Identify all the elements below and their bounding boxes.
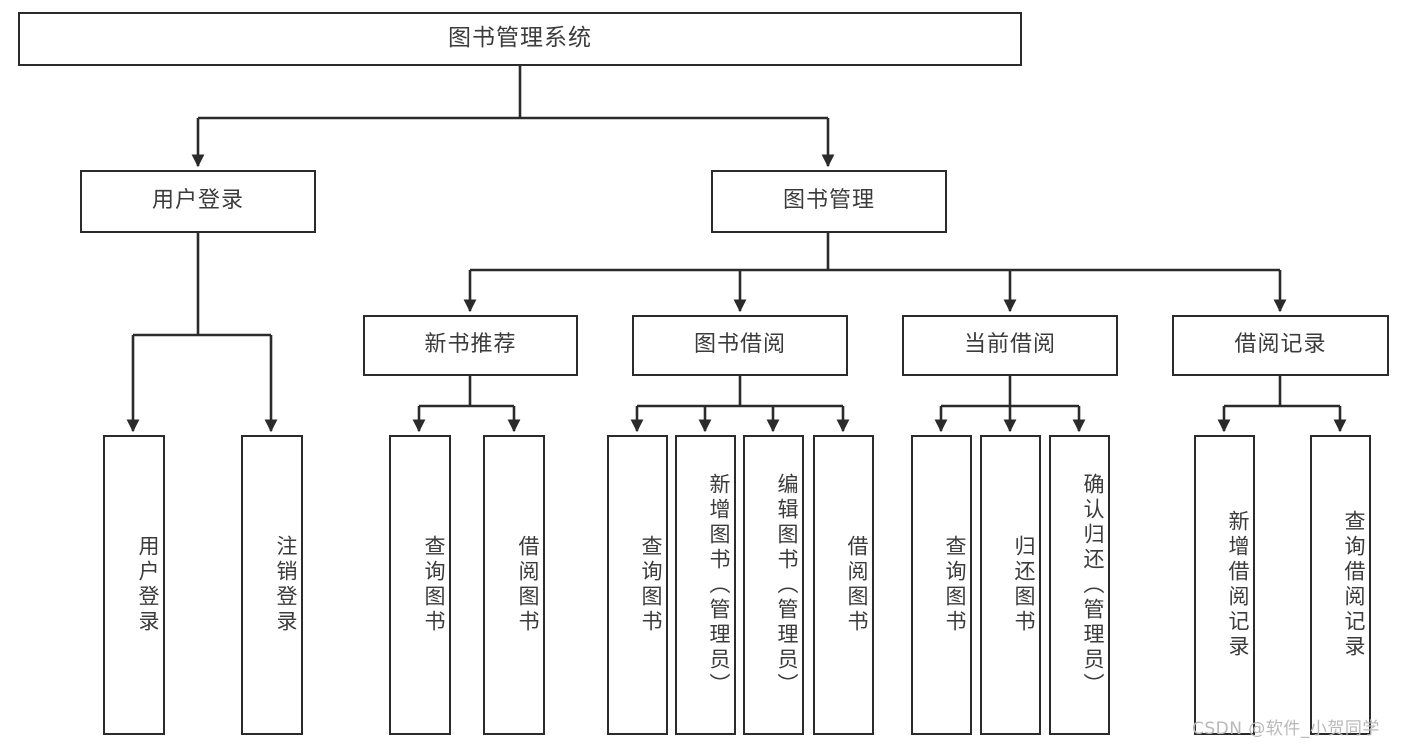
node-borrow-record[interactable]: 借阅记录 [1172, 315, 1389, 376]
leaf-query-record[interactable]: 查询借阅记录 [1310, 435, 1371, 735]
leaf-borrow-book-1-label: 借阅图书 [516, 535, 540, 635]
leaf-add-book-label: 新增图书（管理员） [707, 472, 731, 698]
leaf-add-record-label: 新增借阅记录 [1226, 510, 1250, 660]
leaf-borrow-book-2[interactable]: 借阅图书 [813, 435, 874, 735]
leaf-query-book-1[interactable]: 查询图书 [389, 435, 451, 735]
leaf-query-record-label: 查询借阅记录 [1342, 510, 1366, 660]
leaf-return-book-label: 归还图书 [1012, 535, 1036, 635]
node-new-book-recommend[interactable]: 新书推荐 [363, 315, 578, 376]
leaf-confirm-return[interactable]: 确认归还（管理员） [1049, 435, 1110, 735]
node-new-book-recommend-label: 新书推荐 [424, 332, 517, 358]
node-user-login[interactable]: 用户登录 [80, 170, 316, 233]
node-current-borrow-label: 当前借阅 [963, 332, 1056, 358]
node-current-borrow[interactable]: 当前借阅 [902, 315, 1118, 376]
node-root[interactable]: 图书管理系统 [18, 12, 1022, 66]
leaf-edit-book[interactable]: 编辑图书（管理员） [743, 435, 804, 735]
leaf-user-login[interactable]: 用户登录 [103, 435, 165, 735]
watermark: CSDN @软件_小贺同学 [1192, 719, 1380, 739]
node-root-label: 图书管理系统 [448, 25, 592, 52]
leaf-return-book[interactable]: 归还图书 [980, 435, 1041, 735]
leaf-logout-login-label: 注销登录 [274, 535, 298, 635]
node-book-manage-label: 图书管理 [782, 188, 875, 214]
leaf-borrow-book-2-label: 借阅图书 [845, 535, 869, 635]
leaf-add-record[interactable]: 新增借阅记录 [1194, 435, 1255, 735]
leaf-confirm-return-label: 确认归还（管理员） [1081, 472, 1105, 698]
leaf-add-book[interactable]: 新增图书（管理员） [675, 435, 736, 735]
leaf-user-login-label: 用户登录 [136, 535, 160, 635]
leaf-query-book-2-label: 查询图书 [639, 535, 663, 635]
node-book-manage[interactable]: 图书管理 [711, 170, 947, 233]
leaf-edit-book-label: 编辑图书（管理员） [775, 472, 799, 698]
leaf-borrow-book-1[interactable]: 借阅图书 [483, 435, 545, 735]
node-book-borrow-label: 图书借阅 [693, 332, 786, 358]
leaf-query-book-2[interactable]: 查询图书 [607, 435, 668, 735]
node-borrow-record-label: 借阅记录 [1234, 332, 1327, 358]
leaf-query-book-3-label: 查询图书 [943, 535, 967, 635]
node-user-login-label: 用户登录 [151, 188, 244, 214]
leaf-logout-login[interactable]: 注销登录 [241, 435, 303, 735]
leaf-query-book-1-label: 查询图书 [422, 535, 446, 635]
leaf-query-book-3[interactable]: 查询图书 [911, 435, 972, 735]
node-book-borrow[interactable]: 图书借阅 [632, 315, 848, 376]
